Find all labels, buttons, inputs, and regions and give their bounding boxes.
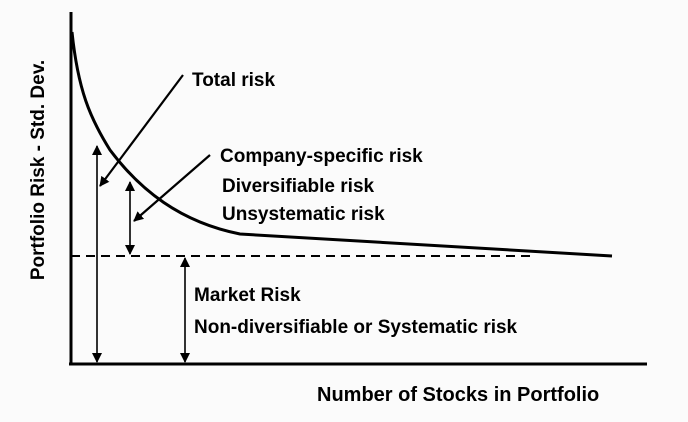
company-specific-pointer-arrow <box>133 154 211 222</box>
diversifiable-risk-label: Diversifiable risk <box>222 176 375 197</box>
market-risk-label: Market Risk <box>194 285 301 306</box>
total-risk-pointer-arrow <box>99 74 184 187</box>
total-risk-label: Total risk <box>192 70 275 91</box>
x-axis-title: Number of Stocks in Portfolio <box>317 384 599 406</box>
company-specific-risk-label: Company-specific risk <box>220 146 423 167</box>
systematic-risk-label: Non-diversifiable or Systematic risk <box>194 317 518 338</box>
total-risk-curve <box>70 31 613 258</box>
unsystematic-risk-label: Unsystematic risk <box>222 204 385 225</box>
y-axis-title: Portfolio Risk - Std. Dev. <box>28 60 49 280</box>
